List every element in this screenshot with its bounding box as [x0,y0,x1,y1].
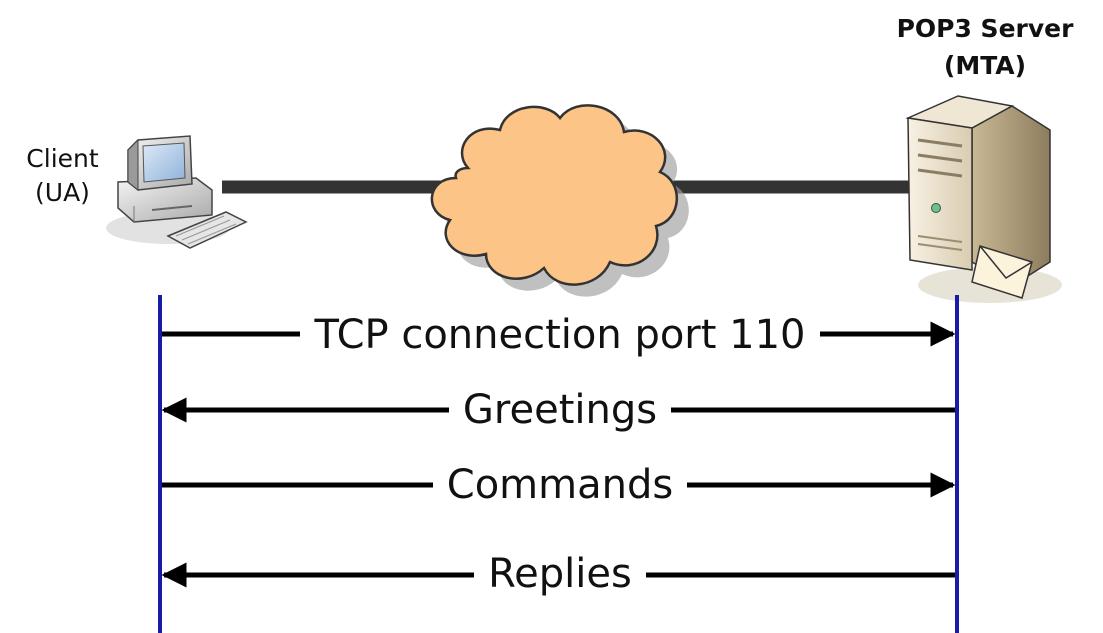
client-label: Client (UA) [10,142,115,210]
desktop-computer-icon [106,135,248,249]
server-label-line2: (MTA) [943,51,1027,80]
envelope-icon [971,245,1033,299]
message-commands: Commands [160,461,960,509]
message-greetings: Greetings [160,386,960,434]
server-label: POP3 Server (MTA) [875,10,1095,84]
cloud-icon [430,104,689,297]
server-label-line1: POP3 Server [896,14,1074,43]
message-label: TCP connection port 110 [300,312,820,358]
message-tcp-connection: TCP connection port 110 [160,311,960,359]
message-label: Commands [432,462,688,508]
mail-server-icon [905,95,1062,303]
message-label: Replies [474,551,646,597]
client-label-line2: (UA) [35,178,90,207]
message-label: Greetings [448,387,672,433]
message-replies: Replies [160,550,960,598]
client-label-line1: Client [26,144,99,173]
